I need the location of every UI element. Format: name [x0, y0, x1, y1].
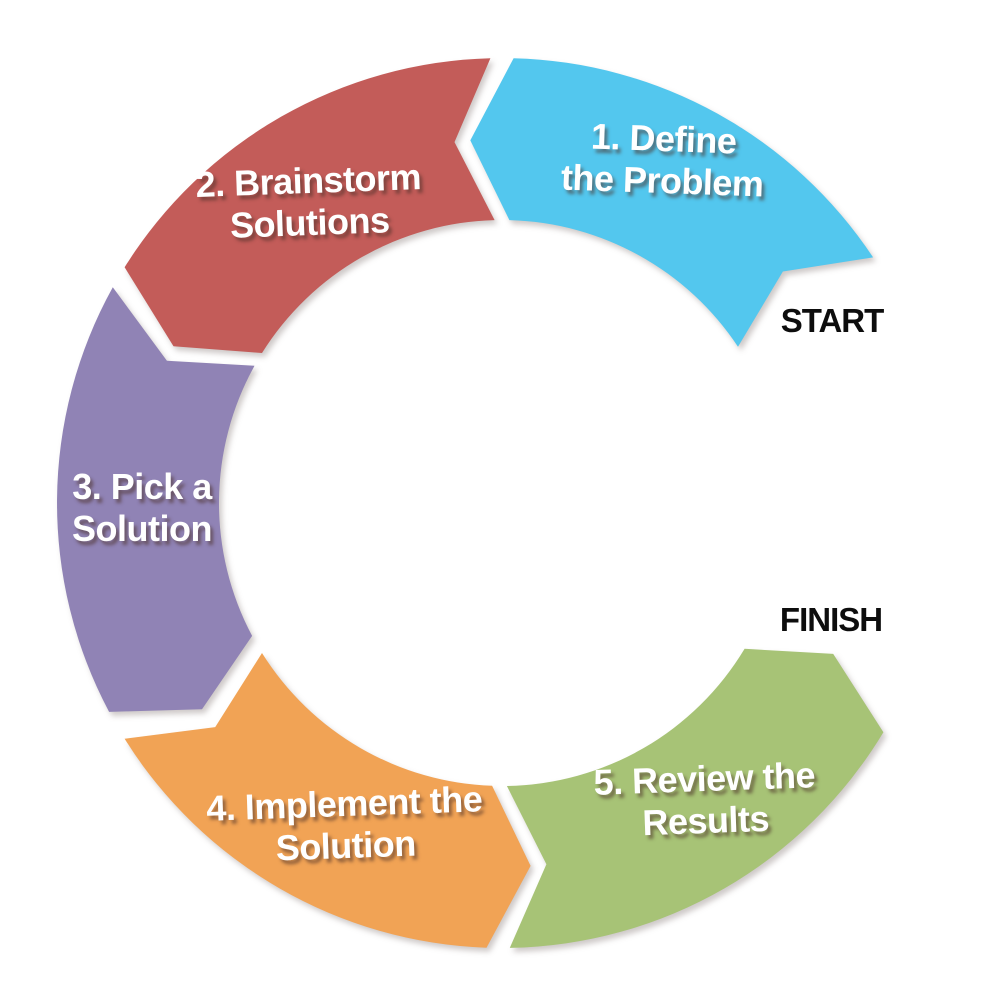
cycle-segment-step-2 [124, 58, 495, 353]
step-label-line: Solution [72, 508, 212, 549]
step-label-line: Solutions [229, 199, 391, 246]
step-label-implement-solution: 4. Implement the Solution [206, 778, 485, 872]
step-label-line: the Problem [560, 156, 765, 205]
step-label-review-results: 5. Review the Results [593, 754, 817, 846]
step-label-pick-solution: 3. Pick a Solution [72, 466, 212, 550]
step-label-line: 5. Review the [592, 754, 816, 803]
cycle-segment-step-4 [124, 653, 531, 948]
step-label-line: 3. Pick a [72, 466, 212, 507]
step-label-line: 1. Define [590, 115, 738, 162]
cycle-segment-step-5 [506, 648, 884, 948]
cycle-segment-step-1 [470, 58, 874, 347]
step-label-brainstorm-solutions: 2. Brainstorm Solutions [195, 156, 423, 248]
start-label: START [780, 302, 885, 339]
finish-label: FINISH [779, 601, 883, 638]
step-label-define-problem: 1. Define the Problem [560, 114, 765, 205]
cycle-segment-step-3 [57, 287, 255, 712]
step-label-line: Results [641, 797, 770, 844]
